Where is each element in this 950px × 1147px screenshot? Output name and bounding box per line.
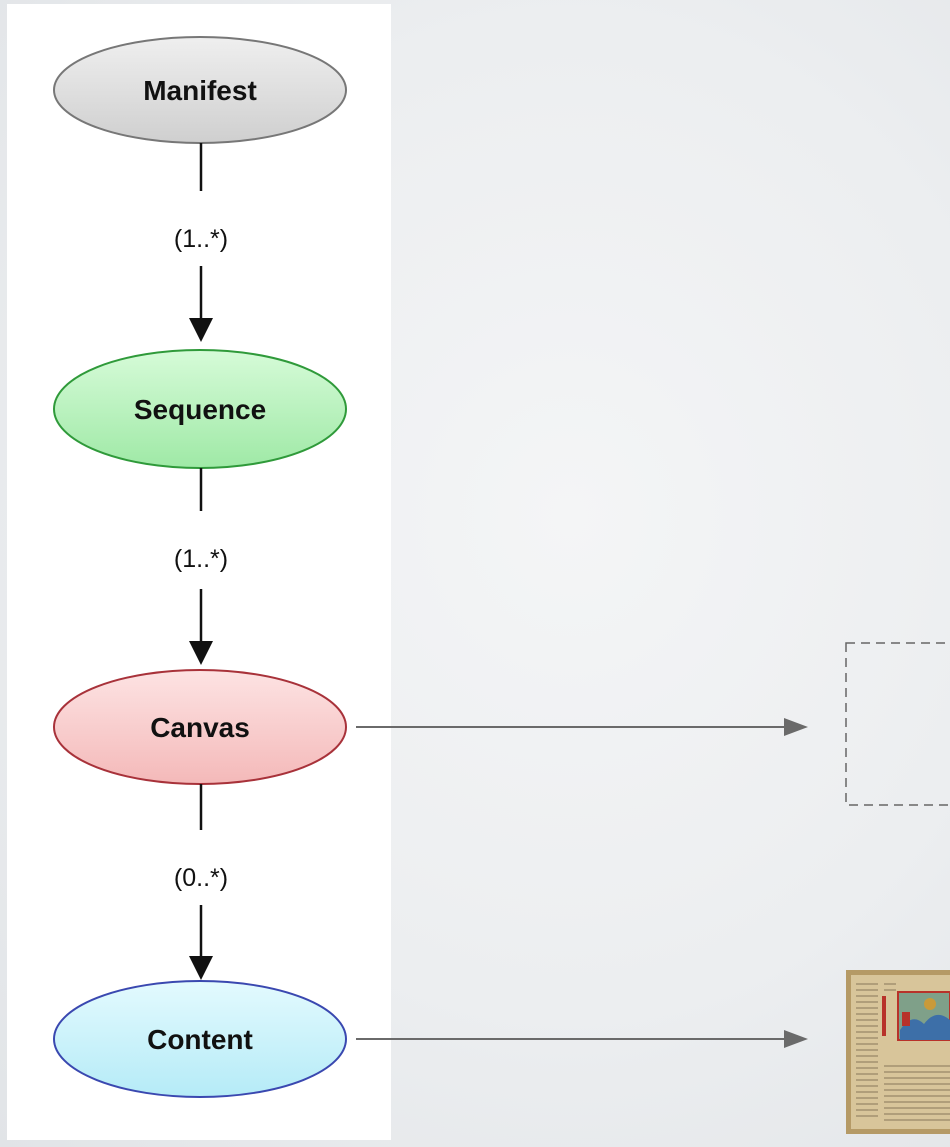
content-label: Content: [147, 1024, 253, 1055]
canvas-connector: [356, 718, 808, 736]
canvas-frame-placeholder: [845, 642, 950, 806]
manifest-node: Manifest: [53, 36, 347, 144]
manifest-label: Manifest: [143, 75, 257, 106]
arrow-head-icon: [189, 641, 213, 665]
cardinality-label: (0..*): [174, 864, 228, 892]
edge-manifest-sequence: (1..*): [174, 143, 228, 342]
cardinality-label: (1..*): [174, 225, 228, 253]
sequence-label: Sequence: [134, 394, 266, 425]
connector-arrow-icon: [784, 718, 808, 736]
canvas-label: Canvas: [150, 712, 250, 743]
manuscript-thumbnail-icon: [846, 970, 950, 1134]
canvas-node: Canvas: [53, 669, 347, 785]
connector-arrow-icon: [784, 1030, 808, 1048]
diagram-panel: [7, 4, 391, 1140]
arrow-head-icon: [189, 318, 213, 342]
content-ellipse: [53, 980, 347, 1098]
edge-canvas-content: (0..*): [174, 784, 228, 980]
edge-sequence-canvas: (1..*): [174, 468, 228, 665]
content-node: Content: [53, 980, 347, 1098]
sequence-node: Sequence: [53, 349, 347, 469]
arrow-head-icon: [189, 956, 213, 980]
cardinality-label: (1..*): [174, 545, 228, 573]
content-connector: [356, 1030, 808, 1048]
